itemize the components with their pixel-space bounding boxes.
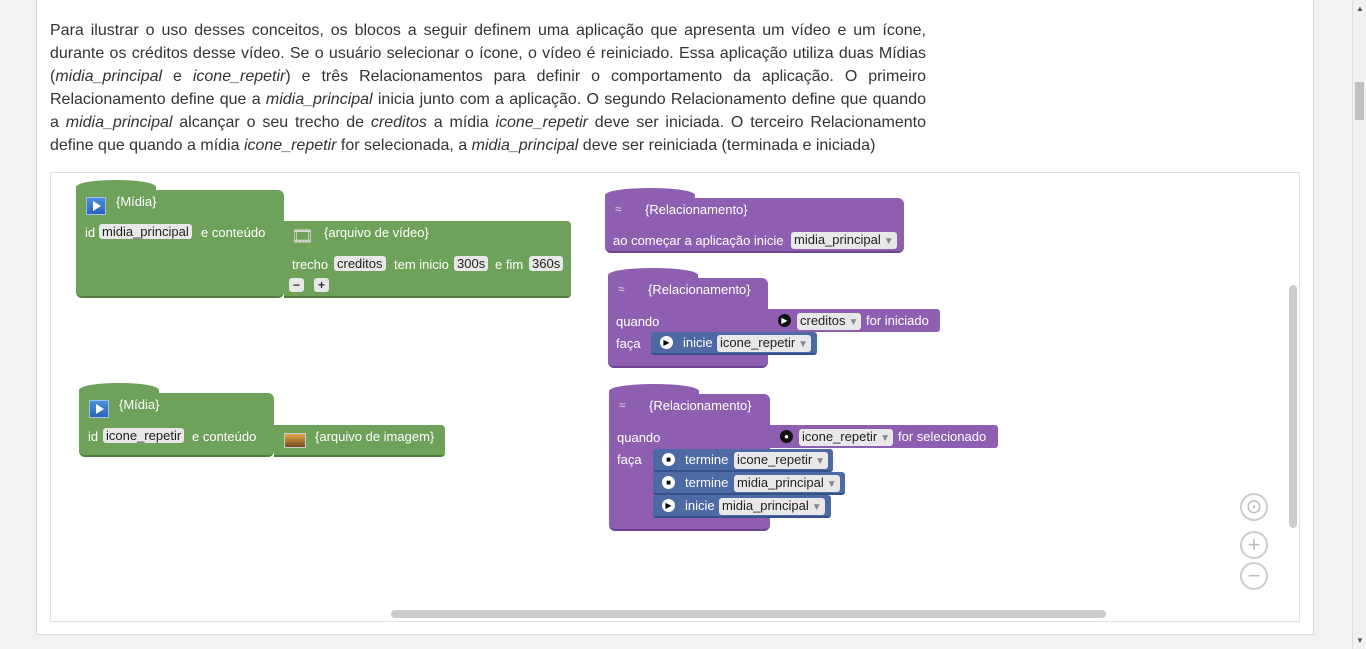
action-label: termine: [685, 475, 729, 490]
do-label: faça: [616, 336, 641, 351]
workspace-horizontal-scrollbar[interactable]: [391, 610, 1106, 618]
content-label: e conteúdo: [201, 225, 266, 240]
id-label: id: [88, 429, 99, 444]
end-label: e fim: [495, 257, 524, 272]
image-file-title: {arquivo de imagem}: [315, 429, 435, 444]
blocks-workspace[interactable]: {Mídia} id midia_principal e conteúdo 🎞 …: [50, 172, 1300, 622]
remove-segment-button[interactable]: −: [289, 278, 304, 292]
end-value-field[interactable]: 360s: [529, 256, 564, 271]
action-block-start-2[interactable]: ▶ inicie midia_principal▼: [653, 495, 831, 518]
content-label: e conteúdo: [192, 429, 257, 444]
image-file-block[interactable]: {arquivo de imagem}: [274, 425, 445, 457]
id-label: id: [85, 225, 96, 240]
action-label: termine: [685, 452, 729, 467]
rel3-a2-dropdown[interactable]: midia_principal▼: [734, 475, 840, 492]
start-label: tem inicio: [394, 257, 449, 272]
action-block-stop-1[interactable]: ■ termine icone_repetir▼: [653, 449, 833, 472]
media-id-field[interactable]: midia_principal: [99, 224, 192, 239]
scroll-down-arrow[interactable]: ▼: [1356, 636, 1364, 645]
rel2-action-dropdown[interactable]: icone_repetir▼: [717, 335, 812, 352]
media-title: {Mídia}: [119, 397, 160, 412]
media-block-principal[interactable]: {Mídia} id midia_principal e conteúdo: [76, 180, 284, 298]
zoom-out-button[interactable]: −: [1240, 562, 1268, 590]
zoom-in-button[interactable]: +: [1240, 531, 1268, 559]
rel3-a3-dropdown[interactable]: midia_principal▼: [719, 498, 825, 515]
play-circle-icon: ▶: [662, 499, 675, 512]
segment-label: trecho: [292, 257, 329, 272]
condition-text: for iniciado: [866, 313, 929, 328]
page-scrollbar-track[interactable]: ▲ ▼: [1352, 0, 1366, 649]
when-label: quando: [616, 314, 660, 329]
rel3-condition-dropdown[interactable]: icone_repetir▼: [799, 429, 894, 446]
image-icon: [284, 433, 306, 448]
action-label: inicie: [683, 335, 713, 350]
select-circle-icon: ●: [780, 430, 793, 443]
page-scrollbar-thumb[interactable]: [1355, 82, 1364, 120]
relationship-title: {Relacionamento}: [649, 398, 752, 413]
relationship-icon: ≈: [619, 398, 626, 412]
media-play-icon: [89, 400, 109, 418]
play-circle-icon: ▶: [778, 314, 791, 327]
start-value-field[interactable]: 300s: [454, 256, 489, 271]
video-file-title: {arquivo de vídeo}: [324, 225, 429, 240]
rel2-condition-dropdown[interactable]: creditos▼: [797, 313, 862, 330]
rel3-a1-dropdown[interactable]: icone_repetir▼: [734, 452, 829, 469]
relationship-block-1[interactable]: ≈ {Relacionamento} ao começar a aplicaçã…: [605, 188, 904, 253]
action-label: inicie: [685, 498, 715, 513]
stop-circle-icon: ■: [662, 476, 675, 489]
condition-block-selected[interactable]: ● icone_repetir▼ for selecionado: [770, 425, 998, 448]
action-block-stop-2[interactable]: ■ termine midia_principal▼: [653, 472, 845, 495]
rel1-target-dropdown[interactable]: midia_principal▼: [791, 232, 897, 249]
stop-circle-icon: ■: [662, 453, 675, 466]
video-file-block[interactable]: 🎞 {arquivo de vídeo} trecho creditos tem…: [284, 221, 571, 298]
relationship-title: {Relacionamento}: [648, 282, 751, 297]
when-label: quando: [617, 430, 661, 445]
relationship-text: ao começar a aplicação inicie: [613, 233, 784, 248]
relationship-icon: ≈: [618, 282, 625, 296]
description-paragraph: Para ilustrar o uso desses conceitos, os…: [50, 22, 927, 154]
center-target-icon[interactable]: ⊙: [1240, 493, 1268, 521]
play-circle-icon: ▶: [660, 336, 673, 349]
media-play-icon: [86, 197, 106, 215]
media-title: {Mídia}: [116, 194, 157, 209]
media-id-field[interactable]: icone_repetir: [103, 428, 185, 443]
relationship-icon: ≈: [615, 202, 622, 216]
film-reel-icon: 🎞: [291, 226, 314, 246]
condition-text: for selecionado: [898, 429, 987, 444]
scroll-up-arrow[interactable]: ▲: [1356, 4, 1364, 13]
condition-block-started[interactable]: ▶ creditos▼ for iniciado: [768, 309, 940, 332]
workspace-vertical-scrollbar[interactable]: [1289, 285, 1297, 528]
relationship-title: {Relacionamento}: [645, 202, 748, 217]
segment-name-field[interactable]: creditos: [334, 256, 386, 271]
do-label: faça: [617, 452, 642, 467]
media-block-icone[interactable]: {Mídia} id icone_repetir e conteúdo: [79, 383, 274, 457]
add-segment-button[interactable]: +: [314, 278, 329, 292]
relationship-block-2[interactable]: ≈ {Relacionamento} quando faça: [608, 268, 768, 368]
action-block-start[interactable]: ▶ inicie icone_repetir▼: [651, 332, 817, 355]
